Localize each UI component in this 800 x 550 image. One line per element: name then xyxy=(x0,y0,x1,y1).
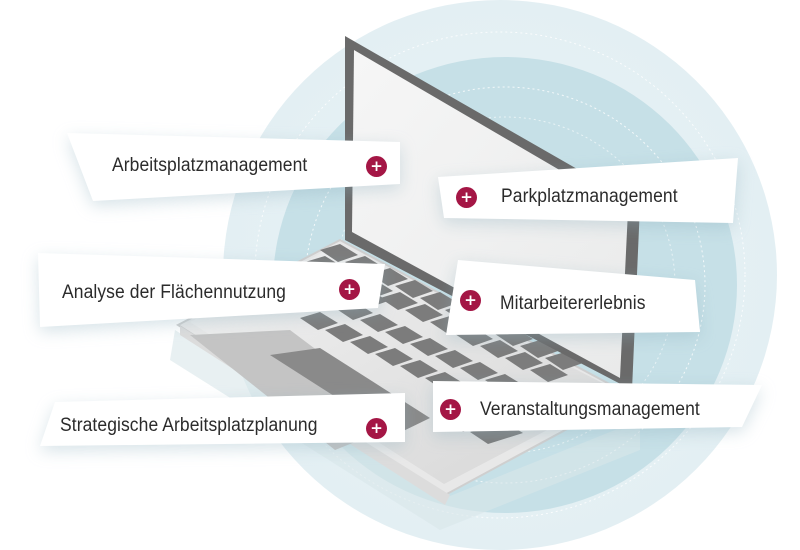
plus-icon[interactable]: + xyxy=(440,399,461,420)
feature-label: Strategische Arbeitsplatzplanung xyxy=(60,415,318,436)
plus-icon[interactable]: + xyxy=(366,156,387,177)
feature-label: Mitarbeitererlebnis xyxy=(500,293,646,314)
plus-icon[interactable]: + xyxy=(366,418,387,439)
feature-label: Parkplatzmanagement xyxy=(501,186,678,207)
plus-icon[interactable]: + xyxy=(460,290,481,311)
plus-icon[interactable]: + xyxy=(456,187,477,208)
feature-label: Arbeitsplatzmanagement xyxy=(112,155,308,176)
feature-label: Veranstaltungsmanagement xyxy=(480,399,700,420)
plus-icon[interactable]: + xyxy=(339,279,360,300)
feature-label: Analyse der Flächennutzung xyxy=(62,282,286,303)
